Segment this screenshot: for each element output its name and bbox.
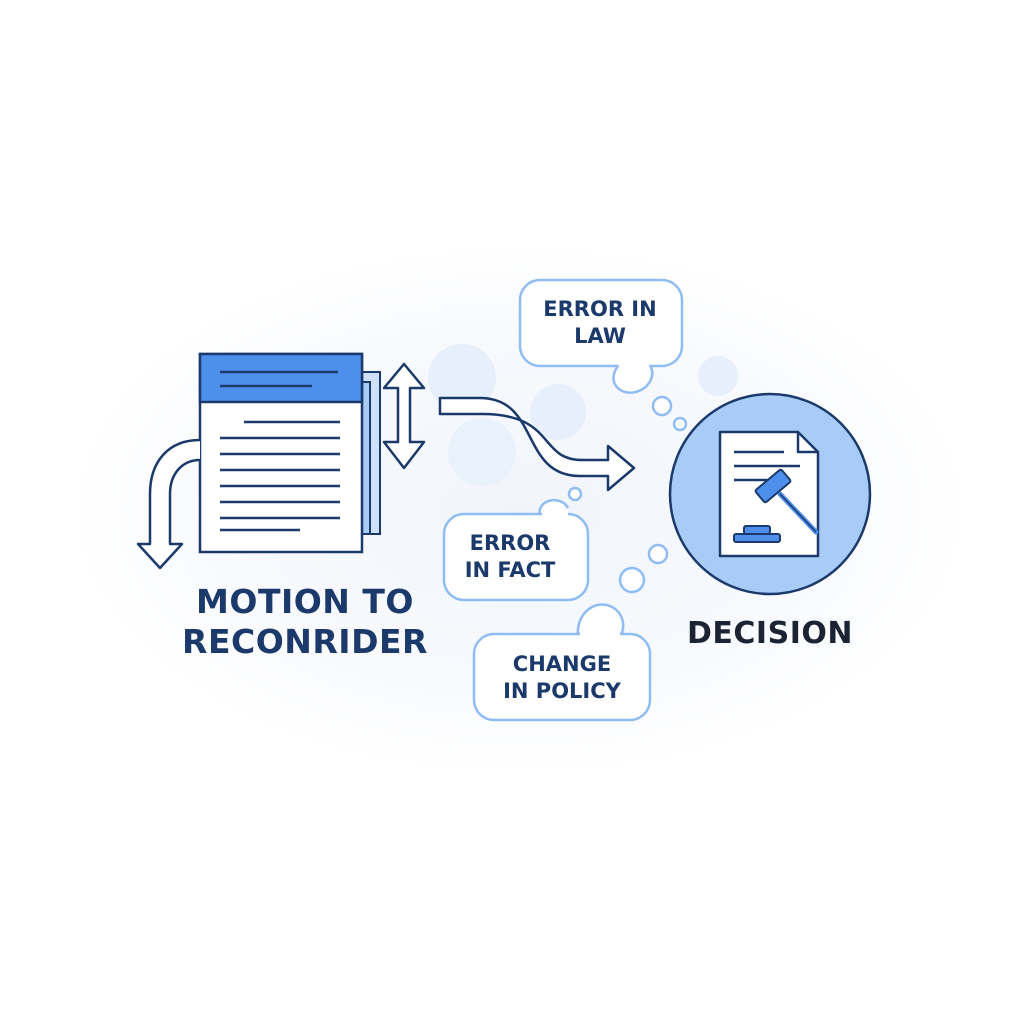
error-in-law-line2: LAW — [574, 324, 626, 348]
up-down-arrow-icon — [382, 362, 426, 470]
error-in-fact-line2: IN FACT — [464, 558, 556, 582]
u-turn-arrow-icon — [136, 438, 201, 570]
bubble-change-in-policy — [472, 603, 652, 722]
motion-label-line2: RECONRIDER — [182, 622, 428, 661]
error-in-law-line1: ERROR IN — [543, 297, 657, 321]
error-in-law-text: ERROR IN LAW — [522, 296, 678, 350]
decorative-circles — [428, 344, 738, 486]
change-in-policy-line2: IN POLICY — [503, 679, 621, 703]
flow-arrow-icon — [438, 396, 636, 492]
change-in-policy-text: CHANGE IN POLICY — [476, 651, 648, 705]
error-in-fact-text: ERROR IN FACT — [446, 530, 574, 584]
motion-label: MOTION TO RECONRIDER — [170, 582, 440, 662]
bubble-error-in-law — [518, 278, 688, 432]
motion-label-line1: MOTION TO — [196, 582, 414, 621]
document-icon — [198, 352, 381, 554]
bubble-error-in-fact — [442, 486, 669, 602]
error-in-fact-line1: ERROR — [469, 531, 551, 555]
decision-label: DECISION — [687, 616, 853, 651]
change-in-policy-line1: CHANGE — [512, 652, 612, 676]
gavel-icon — [733, 468, 819, 543]
